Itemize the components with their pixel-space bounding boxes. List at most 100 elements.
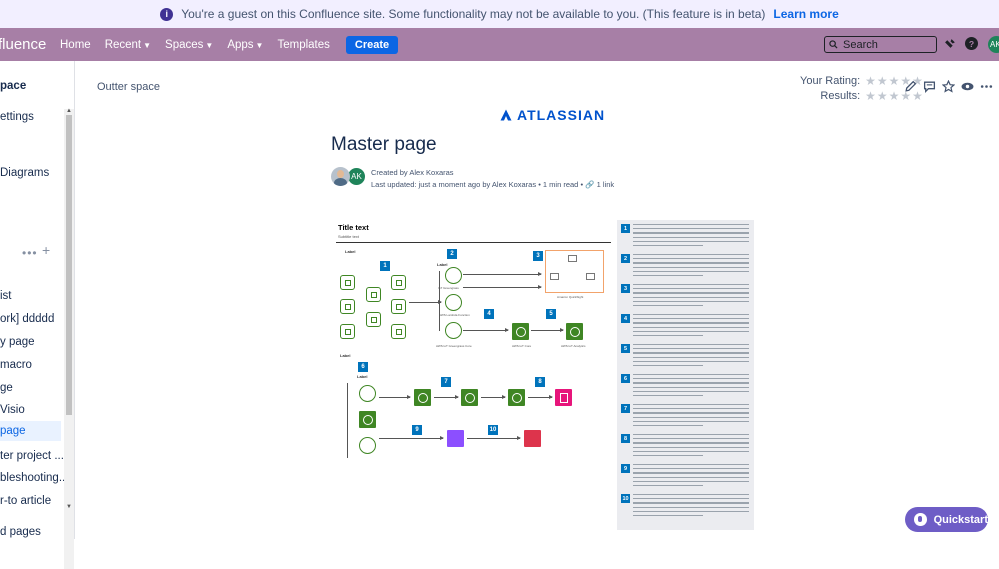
links-count[interactable]: 1 link <box>596 180 615 189</box>
diagram-rule <box>336 242 611 243</box>
sidebar-item-list[interactable]: ist <box>0 290 12 302</box>
sidebar-item-my-page[interactable]: y page <box>0 336 35 348</box>
note-badge: 4 <box>621 314 630 323</box>
nav-templates[interactable]: Templates <box>277 38 330 51</box>
diagram-label: Label <box>437 262 448 267</box>
top-navigation: fluence Home Recent▼ Spaces▼ Apps▼ Templ… <box>0 28 999 61</box>
flow-arrow <box>379 436 444 440</box>
nav-spaces[interactable]: Spaces▼ <box>165 39 213 51</box>
diagram-label: Label <box>345 249 356 254</box>
sidebar-item-page[interactable]: ge <box>0 382 13 394</box>
scrollbar-thumb[interactable] <box>66 115 72 415</box>
stream-manager-icon <box>445 322 462 339</box>
diagram-badge: 1 <box>380 261 390 271</box>
quickstart-button[interactable]: Quickstart <box>905 507 988 532</box>
note-text <box>633 224 749 249</box>
chip-icon <box>391 299 406 314</box>
nav-recent[interactable]: Recent▼ <box>105 39 151 51</box>
greengrass-icon <box>445 267 462 284</box>
sidebar-item-master-page[interactable]: page <box>0 421 61 441</box>
flow-arrow <box>528 395 553 399</box>
iot-analytics-icon <box>461 389 478 406</box>
flow-arrow <box>434 395 459 399</box>
flow-arrow <box>481 395 506 399</box>
edit-icon[interactable] <box>904 80 917 93</box>
sidebar-item-project[interactable]: ter project ... <box>0 450 64 462</box>
space-sidebar: pace ettings Diagrams ••• + ist ork] ddd… <box>0 61 75 569</box>
quickstart-label: Quickstart <box>933 513 988 526</box>
your-rating-stars[interactable]: ★★★★★ <box>865 74 924 88</box>
sidebar-item-visio[interactable]: Visio <box>0 404 25 416</box>
page-toolbar <box>904 80 993 93</box>
add-page-icon[interactable]: + <box>42 242 51 258</box>
note-badge: 1 <box>621 224 630 233</box>
note-text <box>633 374 749 399</box>
sidebar-item-macro[interactable]: macro <box>0 359 32 371</box>
help-icon[interactable]: ? <box>965 37 978 50</box>
iot-analytics-icon <box>566 323 583 340</box>
separator-dot: • <box>538 180 543 189</box>
diagram-badge: 5 <box>546 309 556 319</box>
search-placeholder: Search <box>843 38 878 51</box>
read-time: 1 min read <box>542 180 579 189</box>
kinesis-video-icon <box>447 430 464 447</box>
watch-icon[interactable] <box>961 80 974 93</box>
diagram-subtitle: Subtitle text <box>338 234 359 239</box>
confluence-logo[interactable]: fluence <box>0 36 46 53</box>
dashboard-icon <box>550 273 559 280</box>
nav-spaces-label: Spaces <box>165 38 204 51</box>
dashboard-icon <box>568 255 577 262</box>
star-icon[interactable] <box>942 80 955 93</box>
flow-arrow <box>379 395 411 399</box>
diagram-badge: 9 <box>412 425 422 435</box>
note-text <box>633 464 749 489</box>
diagram-label: Label <box>340 353 351 358</box>
page-byline: AK Created by Alex Koxaras Last updated:… <box>331 167 614 191</box>
banner-message: You're a guest on this Confluence site. … <box>181 7 766 21</box>
note-text <box>633 434 749 459</box>
byline-meta: Created by Alex Koxaras Last updated: ju… <box>371 167 614 191</box>
learn-more-link[interactable]: Learn more <box>773 7 839 21</box>
mobile-app-icon <box>524 430 541 447</box>
note-text <box>633 254 749 279</box>
breadcrumb[interactable]: Outter space <box>97 81 160 93</box>
sidebar-item-settings[interactable]: ettings <box>0 111 34 123</box>
diagram-badge: 2 <box>447 249 457 259</box>
create-button[interactable]: Create <box>345 35 399 54</box>
note-badge: 7 <box>621 404 630 413</box>
scroll-down-icon[interactable]: ▼ <box>66 504 72 510</box>
comment-icon[interactable] <box>923 80 936 93</box>
lambda-icon <box>445 294 462 311</box>
service-caption: AWS IoT Greengrass Core <box>436 344 472 348</box>
author-photo-avatar[interactable] <box>331 167 350 186</box>
scroll-up-icon[interactable]: ▲ <box>66 108 72 114</box>
sidebar-item-work[interactable]: ork] ddddd <box>0 313 55 325</box>
nav-home[interactable]: Home <box>60 38 91 51</box>
note-text <box>633 314 749 339</box>
atlassian-logo-icon <box>500 109 512 121</box>
service-caption: AWS IoT Core <box>512 344 532 348</box>
diagram-notes-panel: 1 2 3 4 5 6 7 8 9 10 <box>617 220 754 530</box>
profile-avatar[interactable]: AK <box>988 36 999 53</box>
diagram-badge: 10 <box>488 425 498 435</box>
link-icon: 🔗 <box>585 180 595 189</box>
sidebar-item-troubleshooting[interactable]: bleshooting... <box>0 472 69 484</box>
iot-core-icon <box>414 389 431 406</box>
note-badge: 5 <box>621 344 630 353</box>
search-input[interactable]: Search <box>824 36 937 53</box>
iot-core-icon <box>512 323 529 340</box>
note-badge: 3 <box>621 284 630 293</box>
diagram-badge: 8 <box>535 377 545 387</box>
sidebar-item-howto[interactable]: r-to article <box>0 495 52 507</box>
sidebar-space-name[interactable]: pace <box>0 80 27 92</box>
more-actions-icon[interactable] <box>980 80 993 93</box>
note-badge: 6 <box>621 374 630 383</box>
more-icon[interactable]: ••• <box>22 246 38 260</box>
nav-apps[interactable]: Apps▼ <box>227 39 263 51</box>
sidebar-item-pages[interactable]: d pages <box>0 526 41 538</box>
notifications-icon[interactable] <box>944 37 957 50</box>
sidebar-item-diagrams[interactable]: Diagrams <box>0 167 50 179</box>
created-by: Created by Alex Koxaras <box>371 168 454 177</box>
amazon-sns-icon <box>555 389 572 406</box>
sidebar-scrollbar[interactable]: ▲ ▼ <box>64 108 74 569</box>
